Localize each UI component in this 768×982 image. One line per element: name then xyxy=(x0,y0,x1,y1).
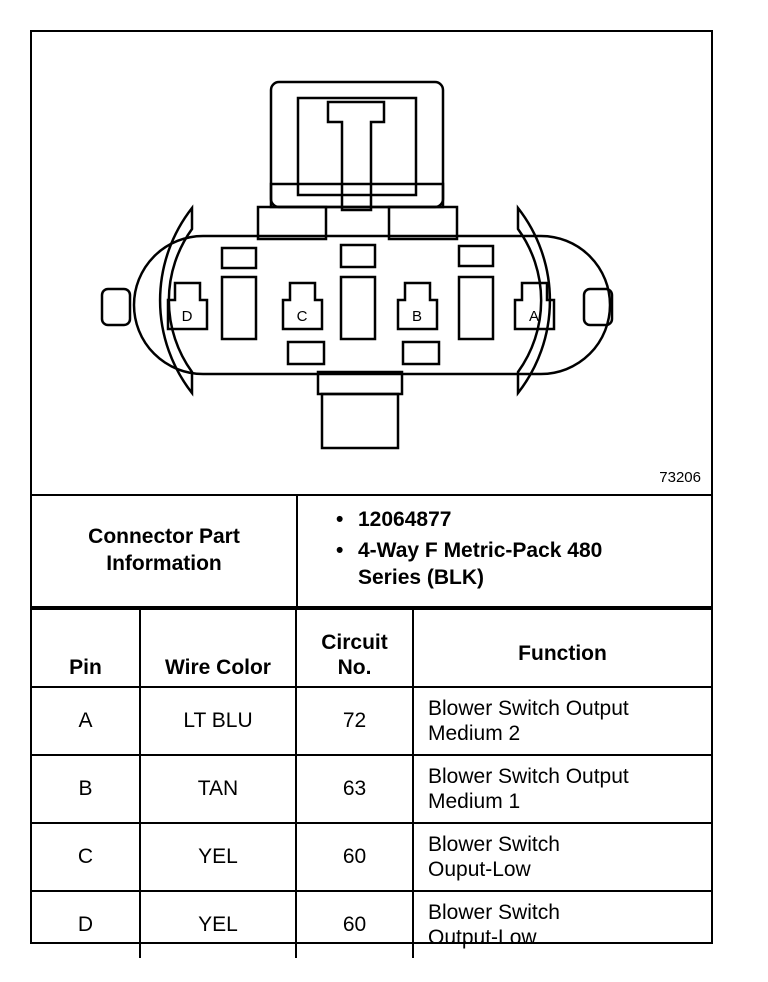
cell-pin: A xyxy=(32,686,141,756)
table-row: A LT BLU 72 Blower Switch Output Medium … xyxy=(32,686,711,756)
cell-function: Blower Switch Output Medium 1 xyxy=(412,754,711,824)
cell-circuit: 63 xyxy=(295,754,414,824)
connector-part-information: Connector Part Information • 12064877 • … xyxy=(32,494,711,608)
left-shoulder xyxy=(256,205,328,241)
function-line: Blower Switch xyxy=(428,833,560,856)
part-info-label: Connector Part Information xyxy=(32,494,298,606)
right-clip xyxy=(516,204,552,397)
cell-wire-color: YEL xyxy=(139,890,297,958)
slot-1 xyxy=(220,275,258,341)
header-function: Function xyxy=(412,608,711,688)
key-top-2 xyxy=(339,243,377,269)
left-clip xyxy=(158,204,194,397)
pin-label-b: B xyxy=(412,308,422,325)
latch-band xyxy=(269,182,445,209)
cell-wire-color: TAN xyxy=(139,754,297,824)
function-line: Medium 1 xyxy=(428,790,521,813)
cavity-d xyxy=(166,281,209,331)
key-top-3 xyxy=(457,244,495,268)
function-line: Blower Switch Output xyxy=(428,697,629,720)
part-info-label-line: Information xyxy=(106,552,222,575)
pin-label-d: D xyxy=(182,308,193,325)
latch-t-post xyxy=(326,100,386,212)
bullet-icon: • xyxy=(336,508,344,531)
cavity-a xyxy=(513,281,556,331)
cell-function: Blower Switch Ouput-Low xyxy=(412,822,711,892)
part-info-list: • 12064877 • 4-Way F Metric-Pack 480 Ser… xyxy=(298,506,708,595)
cell-wire-color: YEL xyxy=(139,822,297,892)
cell-pin: D xyxy=(32,890,141,958)
key-bottom-2 xyxy=(401,340,441,366)
part-info-item: • 4-Way F Metric-Pack 480 Series (BLK) xyxy=(336,537,708,591)
right-shoulder xyxy=(387,205,459,241)
cavity-b xyxy=(396,281,439,331)
slot-2 xyxy=(339,275,377,341)
table-row: C YEL 60 Blower Switch Ouput-Low xyxy=(32,822,711,892)
cell-circuit: 60 xyxy=(295,822,414,892)
connector-sheet: D C B A 73206 Connector Part Information… xyxy=(30,30,713,958)
key-top-1 xyxy=(220,246,258,270)
latch-inner xyxy=(296,96,418,197)
function-line: Blower Switch Output xyxy=(428,765,629,788)
bottom-lock xyxy=(320,392,400,450)
function-line: Blower Switch xyxy=(428,901,560,924)
cavity-c xyxy=(281,281,324,331)
part-info-label-line: Connector Part xyxy=(88,525,240,548)
connector-face-drawing: D C B A xyxy=(100,80,614,450)
cell-wire-color: LT BLU xyxy=(139,686,297,756)
table-row: D YEL 60 Blower Switch Output-Low xyxy=(32,890,711,958)
left-bump xyxy=(100,287,132,327)
header-wire-color: Wire Color xyxy=(139,608,297,688)
cell-circuit: 60 xyxy=(295,890,414,958)
bottom-lock-band xyxy=(316,370,404,396)
pin-label-c: C xyxy=(297,308,308,325)
function-line: Output-Low xyxy=(428,926,537,949)
right-bump xyxy=(582,287,614,327)
part-number: 12064877 xyxy=(358,508,452,531)
header-circuit-line: No. xyxy=(337,656,372,679)
part-description-line: Series (BLK) xyxy=(358,566,485,589)
header-circuit-line: Circuit xyxy=(321,631,388,654)
function-line: Medium 2 xyxy=(428,722,521,745)
bullet-icon: • xyxy=(336,539,344,562)
figure-id: 73206 xyxy=(659,469,701,486)
pin-table-header: Pin Wire Color Circuit No. Function xyxy=(32,608,711,688)
pin-table: Pin Wire Color Circuit No. Function A LT… xyxy=(32,608,711,958)
cell-pin: C xyxy=(32,822,141,892)
cell-circuit: 72 xyxy=(295,686,414,756)
cell-function: Blower Switch Output-Low xyxy=(412,890,711,958)
header-pin: Pin xyxy=(32,608,141,688)
connector-body xyxy=(132,234,612,376)
slot-3 xyxy=(457,275,495,341)
pin-label-a: A xyxy=(529,308,539,325)
connector-diagram: D C B A 73206 xyxy=(32,32,711,496)
cell-pin: B xyxy=(32,754,141,824)
cell-function: Blower Switch Output Medium 2 xyxy=(412,686,711,756)
header-circuit-no: Circuit No. xyxy=(295,608,414,688)
function-line: Ouput-Low xyxy=(428,858,531,881)
part-description-line: 4-Way F Metric-Pack 480 xyxy=(358,539,603,562)
part-info-item: • 12064877 xyxy=(336,506,708,533)
table-row: B TAN 63 Blower Switch Output Medium 1 xyxy=(32,754,711,824)
key-bottom-1 xyxy=(286,340,326,366)
